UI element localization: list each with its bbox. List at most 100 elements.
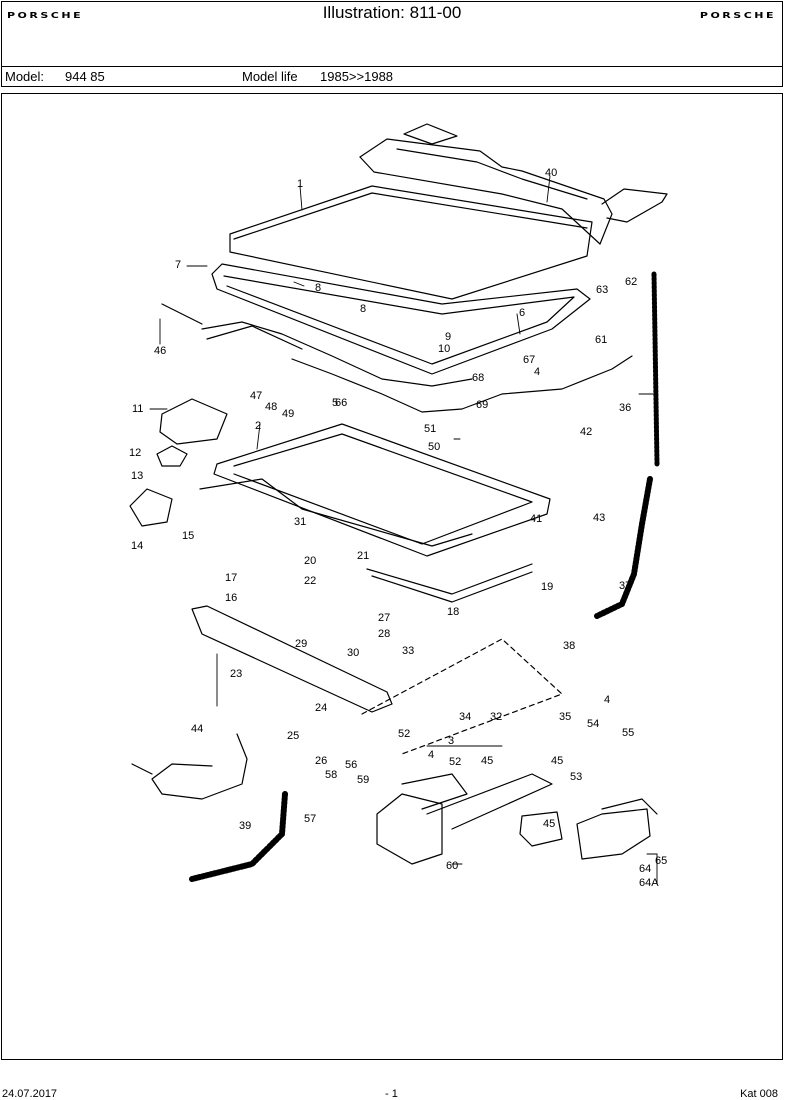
part-callout: 55 — [622, 727, 634, 739]
part-callout: 45 — [551, 755, 563, 767]
part-callout: 7 — [175, 259, 181, 271]
part-callout: 68 — [472, 372, 484, 384]
part-callout: 17 — [225, 572, 237, 584]
drain-tube-part — [651, 271, 660, 467]
drain-tube-part — [189, 791, 288, 882]
part-callout: 36 — [619, 402, 631, 414]
model-bar: Model: 944 85 Model life 1985>>1988 — [1, 66, 783, 87]
part-callout: 60 — [446, 860, 458, 872]
part-callout: 63 — [596, 284, 608, 296]
part-callout: 70 — [2, 94, 14, 97]
part-callout: 53 — [570, 771, 582, 783]
part-callout: 4 — [604, 694, 610, 706]
part-callout: 13 — [131, 470, 143, 482]
part-callout: 59 — [357, 774, 369, 786]
part-callout: 42 — [580, 426, 592, 438]
part-callout: 62 — [625, 276, 637, 288]
guide-rail-part — [366, 563, 533, 603]
part-callout: 44 — [191, 723, 203, 735]
part-callout: 32 — [490, 711, 502, 723]
part-callout: 22 — [304, 575, 316, 587]
part-callout: 1 — [297, 178, 303, 190]
lower-frame-part — [199, 423, 551, 557]
part-callout: 35 — [559, 711, 571, 723]
part-callout: 64 — [639, 863, 651, 875]
part-callout: 2 — [255, 420, 261, 432]
part-callout: 8 — [315, 282, 321, 294]
part-callout: 31 — [294, 516, 306, 528]
part-callout: 64A — [639, 877, 659, 889]
part-callout: 24 — [315, 702, 327, 714]
part-callout: 27 — [378, 612, 390, 624]
part-callout: 40 — [545, 167, 557, 179]
footer-page: - 1 — [385, 1088, 398, 1100]
model-life-value: 1985>>1988 — [320, 69, 394, 84]
part-callout: 50 — [428, 441, 440, 453]
part-callout: 45 — [543, 818, 555, 830]
part-callout: 46 — [154, 345, 166, 357]
part-callout: 47 — [250, 390, 262, 402]
part-callout: 12 — [129, 447, 141, 459]
part-callout: 56 — [345, 759, 357, 771]
part-callout: 34 — [459, 711, 471, 723]
part-callout: 52 — [449, 756, 461, 768]
part-callout: 52 — [398, 728, 410, 740]
roof-frame-part — [359, 123, 668, 245]
model-life-label: Model life — [242, 69, 298, 84]
part-callout: 51 — [424, 423, 436, 435]
part-callout: 66 — [335, 397, 347, 409]
part-callout: 4 — [534, 366, 540, 378]
header: PORSCHE Illustration: 811-00 PORSCHE — [1, 1, 783, 67]
part-callout: 4 — [428, 749, 434, 761]
part-callout: 25 — [287, 730, 299, 742]
part-callout: 29 — [295, 638, 307, 650]
part-callout: 19 — [541, 581, 553, 593]
part-callout: 15 — [182, 530, 194, 542]
illustration-title: Illustration: 811-00 — [322, 3, 462, 22]
part-callout: 45 — [481, 755, 493, 767]
part-callout: 38 — [563, 640, 575, 652]
part-callout: 54 — [587, 718, 599, 730]
motor-part — [376, 773, 658, 865]
part-callout: 65 — [655, 855, 667, 867]
part-callout: 61 — [595, 334, 607, 346]
part-callout: 69 — [476, 399, 488, 411]
part-callout: 26 — [315, 755, 327, 767]
wiring-harness-part — [131, 733, 248, 800]
part-callout: 18 — [447, 606, 459, 618]
assembly-boundary — [361, 638, 563, 755]
part-callout: 58 — [325, 769, 337, 781]
drive-cable-part — [161, 303, 633, 413]
bracket-part — [159, 398, 228, 445]
part-callout: 30 — [347, 647, 359, 659]
part-callout: 33 — [402, 645, 414, 657]
part-callout: 28 — [378, 628, 390, 640]
rail-bracket-part — [191, 605, 393, 713]
bracket-part — [129, 488, 173, 527]
footer-catalog: Kat 008 — [740, 1088, 778, 1100]
part-callout: 3 — [448, 735, 454, 747]
part-callout: 67 — [523, 354, 535, 366]
sunroof-panel-part — [229, 185, 593, 300]
part-callout: 11 — [132, 403, 143, 415]
leader-lines — [149, 175, 658, 885]
seal-part — [211, 263, 591, 375]
part-callout: 37 — [619, 580, 631, 592]
model-label: Model: — [5, 69, 45, 84]
part-callout: 10 — [438, 343, 450, 355]
part-callout: 8 — [360, 303, 366, 315]
part-callout: 5 — [332, 397, 338, 409]
part-callout: 16 — [225, 592, 237, 604]
model-value: 944 85 — [65, 69, 105, 84]
part-callout: 48 — [265, 401, 277, 413]
part-callout: 23 — [230, 668, 242, 680]
part-callout: 49 — [282, 408, 294, 420]
bracket-part — [156, 445, 188, 467]
brand-logo-right: PORSCHE — [699, 10, 776, 21]
drain-tube-part — [594, 476, 653, 619]
footer-date: 24.07.2017 — [2, 1088, 58, 1100]
part-callout: 9 — [445, 331, 451, 343]
